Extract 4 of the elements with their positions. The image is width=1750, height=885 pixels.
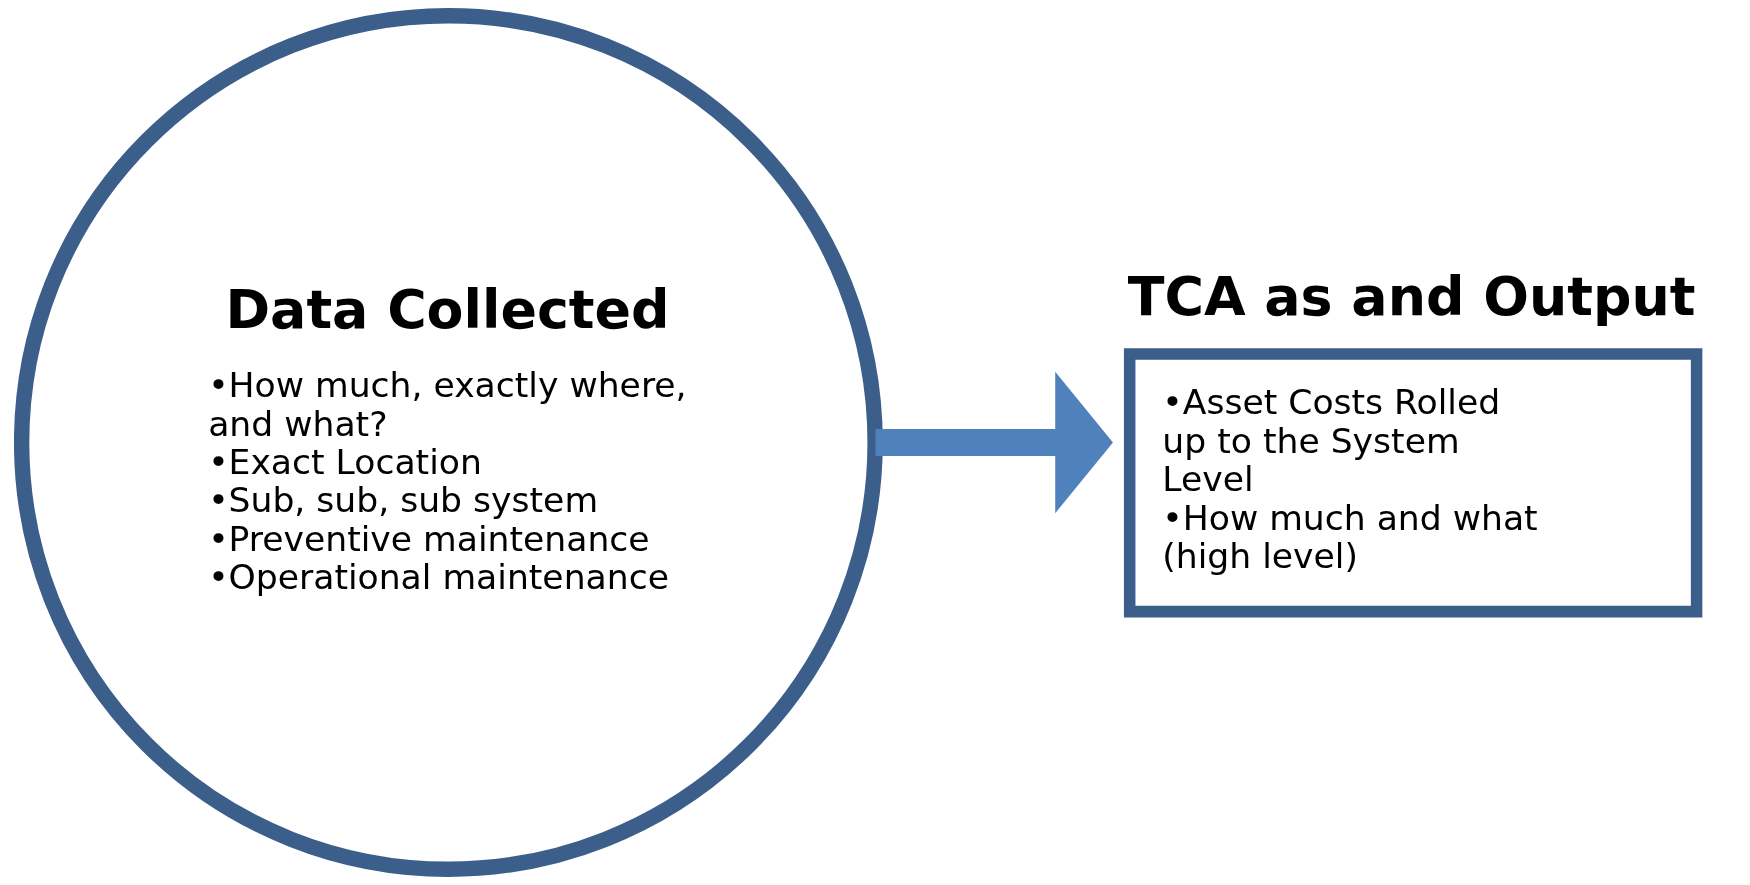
arrow <box>875 371 1113 514</box>
node-circle: Data Collected •How much, exactly where, and what? •Exact Location •Sub, sub, sub system •Preventive maintenance •Operational maintenance <box>14 8 883 877</box>
node-label: TCA as and Output <box>1127 264 1696 328</box>
node-box: •Asset Costs Rolled up to the System Level •How much and what (high level) <box>1123 348 1703 618</box>
